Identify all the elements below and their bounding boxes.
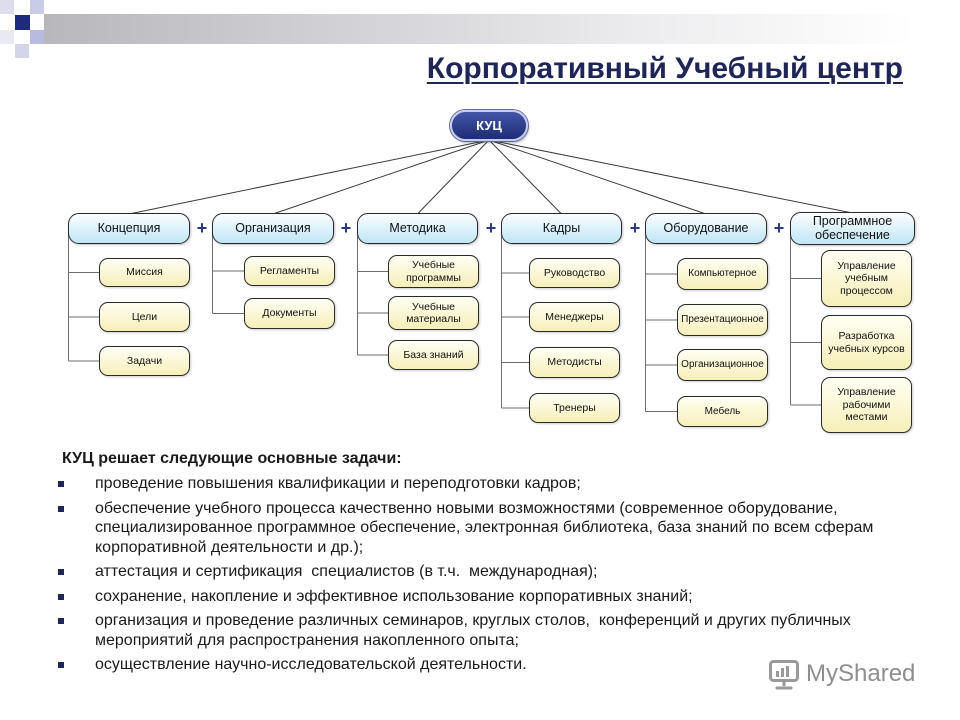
category-equipment: Оборудование [645, 213, 767, 244]
root-connector-line [272, 139, 490, 215]
item-workplace-management: Управление рабочими местами [821, 377, 912, 433]
item-curricula: Учебные программы [388, 255, 479, 288]
item-methodologists: Методисты [529, 347, 620, 378]
decor-square [15, 15, 30, 30]
item-teaching-materials: Учебные материалы [388, 296, 479, 330]
plus-sign: + [196, 218, 208, 238]
item-course-development: Разработка учебных курсов [821, 315, 912, 370]
list-item-text: аттестация и сертификация специалистов (… [95, 563, 598, 580]
square-bullet-icon [58, 593, 64, 600]
item-documents: Документы [244, 298, 335, 329]
root-connector-line [128, 139, 490, 215]
list-item: проведение повышения квалификации и пере… [58, 474, 938, 494]
category-software: Программное обеспечение [790, 212, 915, 245]
list-item: сохранение, накопление и эффективное исп… [58, 587, 938, 607]
item-furniture: Мебель [677, 396, 768, 427]
list-item: осуществление научно-исследовательской д… [58, 655, 938, 675]
header-gradient-bar [44, 14, 960, 44]
tasks-heading: КУЦ решает следующие основные задачи: [62, 450, 402, 467]
list-item: обеспечение учебного процесса качественн… [58, 499, 938, 558]
list-item-text: организация и проведение различных семин… [95, 612, 851, 649]
root-connector-line [417, 139, 490, 215]
item-tasks: Задачи [99, 346, 190, 376]
plus-sign: + [485, 218, 497, 238]
item-learning-process-management: Управление учебным процессом [821, 250, 912, 307]
category-methodology: Методика [357, 213, 478, 244]
decor-square [30, 0, 44, 14]
category-organization: Организация [212, 213, 334, 244]
decor-square [0, 30, 14, 44]
plus-sign: + [629, 218, 641, 238]
item-goals: Цели [99, 302, 190, 332]
category-staff: Кадры [501, 213, 622, 244]
item-mission: Миссия [99, 258, 190, 287]
watermark: MyShared [768, 656, 915, 692]
root-connector-line [488, 139, 707, 215]
list-item: организация и проведение различных семин… [58, 611, 938, 650]
slide-title: Корпоративный Учебный центр [426, 52, 903, 85]
list-item-text: обеспечение учебного процесса качественн… [95, 499, 874, 556]
root-connector-line [488, 139, 853, 214]
square-bullet-icon [58, 618, 64, 624]
square-bullet-icon [58, 481, 64, 487]
item-presentation: Презентационное [677, 304, 768, 336]
decor-square [0, 0, 14, 14]
item-trainers: Тренеры [529, 393, 620, 423]
square-bullet-icon [58, 505, 64, 512]
plus-sign: + [340, 218, 352, 238]
presentation-screen-icon [769, 660, 799, 690]
list-item-text: сохранение, накопление и эффективное исп… [95, 587, 693, 605]
item-regulations: Регламенты [244, 256, 335, 286]
square-bullet-icon [58, 662, 64, 668]
decor-square [15, 44, 29, 58]
tasks-list: проведение повышения квалификации и пере… [58, 474, 938, 680]
list-item: аттестация и сертификация специалистов (… [58, 562, 938, 582]
list-item-text: осуществление научно-исследовательской д… [95, 656, 527, 673]
item-computer: Компьютерное [677, 258, 768, 290]
decor-square [30, 30, 44, 44]
list-item-text: проведение повышения квалификации и пере… [95, 475, 581, 492]
item-management: Руководство [529, 258, 620, 288]
root-node: КУЦ [450, 110, 528, 141]
watermark-text: MyShared [806, 660, 916, 687]
item-organizational: Организационное [677, 349, 768, 381]
square-bullet-icon [58, 569, 64, 575]
item-managers: Менеджеры [529, 302, 620, 332]
item-knowledge-base: База знаний [388, 340, 479, 370]
plus-sign: + [773, 218, 785, 238]
category-concept: Концепция [68, 213, 190, 244]
root-connector-line [488, 139, 562, 215]
